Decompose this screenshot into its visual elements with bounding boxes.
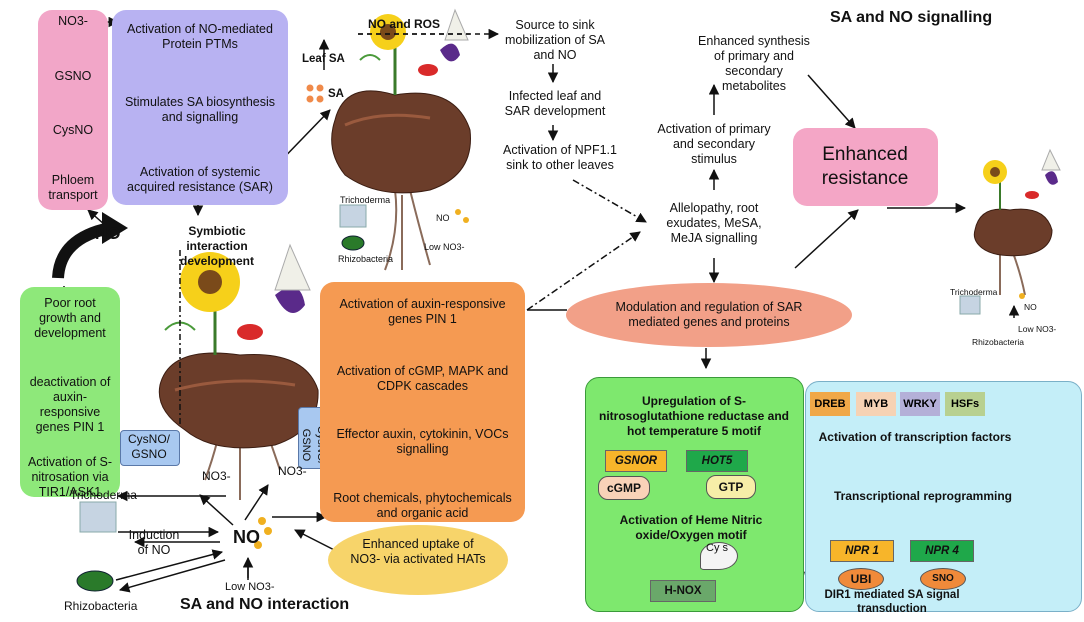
plant-illustration-right [973, 148, 1061, 296]
no-label-right: NO [1024, 302, 1037, 312]
gsno-label: GSNO [54, 69, 92, 83]
poor-root-growth: Poor root growth and development [34, 296, 106, 340]
enhanced-resistance-label: Enhanced resistance [821, 144, 909, 189]
npr4-gene: NPR 4 [910, 540, 974, 562]
sno-pill: SNO [920, 568, 966, 590]
effector-auxin: Effector auxin, cytokinin, VOCs signalli… [336, 427, 509, 456]
heme-label: Activation of Heme Nitric oxide/Oxygen m… [619, 513, 763, 542]
tf-myb: MYB [856, 392, 896, 416]
low-no3-label-right: Low NO3- [1018, 324, 1057, 334]
sa-label: SA [328, 88, 344, 100]
hot5-gene: HOT5 [686, 450, 748, 472]
no-and-ros-label: NO and ROS [368, 17, 441, 31]
curved-arrow [52, 222, 112, 279]
primary-secondary-stimulus: Activation of primary and secondary stim… [657, 122, 771, 166]
deactivation-pin1: deactivation of auxin-responsive genes P… [29, 375, 111, 434]
s-nitrosation: Activation of S-nitrosation via TIR1/ASK… [27, 455, 113, 499]
tf-hsfs: HSFs [945, 392, 985, 416]
trichoderma-image-right [959, 295, 981, 315]
no-mediated-ptms: Activation of NO-mediated Protein PTMs [127, 22, 273, 51]
trichoderma-label: Trichoderma [340, 195, 391, 205]
npr1-gene: NPR 1 [830, 540, 894, 562]
dir1-label: DIR1 mediated SA signal transduction [824, 589, 960, 615]
enhanced-resistance-box [793, 128, 938, 206]
rhizobacteria-label-right: Rhizobacteria [972, 337, 1024, 347]
no-center-label: NO [233, 527, 260, 547]
low-no3-label: Low NO3- [424, 242, 465, 252]
sar-activation: Activation of systemic acquired resistan… [127, 165, 273, 194]
no3-uptake-label: Enhanced uptake of NO3- via activated HA… [350, 537, 486, 566]
auxin-pin1: Activation of auxin-responsive genes PIN… [339, 297, 506, 326]
rhizobacteria-label: Rhizobacteria [338, 254, 394, 264]
root-chemicals: Root chemicals, phytochemicals and organ… [333, 491, 512, 520]
cys-label: Cy s [706, 542, 728, 554]
sa-no-signalling-title: SA and NO signalling [830, 9, 993, 26]
npf-activation: Activation of NPF1.1 sink to other leave… [503, 143, 617, 172]
infected-leaf: Infected leaf and SAR development [504, 89, 606, 118]
cysno-label: CysNO [52, 123, 94, 137]
source-to-sink: Source to sink mobilization of SA and NO [504, 18, 606, 62]
cysno-gsno-left-label: CysNO/ GSNO [128, 432, 170, 461]
rhizobacteria-image-bottom [76, 570, 114, 592]
cgmp-pill: cGMP [598, 476, 650, 500]
root-growth-box [20, 287, 120, 497]
no3-uptake-ellipse [328, 525, 508, 595]
trichoderma-image-bottom [79, 501, 117, 533]
tf-wrky: WRKY [900, 392, 940, 416]
upregulation-title: Upregulation of S- nitrosoglutathione re… [598, 394, 790, 438]
cgmp-mapk-cdpk: Activation of cGMP, MAPK and CDPK cascad… [336, 364, 509, 393]
hnox-gene: H-NOX [650, 580, 716, 602]
phloem-transport-box [38, 10, 108, 210]
enhanced-synthesis: Enhanced synthesis of primary and second… [698, 34, 810, 93]
sa-dots [306, 84, 324, 103]
no3-label-pink: NO3- [58, 14, 88, 28]
plant-illustration-center [158, 243, 319, 500]
tf-dreb: DREB [810, 392, 850, 416]
no3-label-b: NO3- [278, 464, 307, 478]
cysno-gsno-left [120, 430, 180, 466]
induction-of-no: Induction of NO [128, 528, 180, 557]
rhizobacteria-bottom-label: Rhizobacteria [64, 599, 138, 613]
sar-modulation-ellipse [566, 283, 852, 347]
ubi-pill: UBI [838, 568, 884, 590]
auxin-signalling-box [320, 282, 525, 522]
phloem-transport-label: Phloem transport [48, 173, 98, 202]
sa-no-interaction-title: SA and NO interaction [180, 596, 350, 613]
low-no3-bottom: Low NO3- [225, 581, 275, 593]
no-small-label: NO [436, 213, 450, 223]
symbiotic-label: Symbiotic interaction development [179, 224, 254, 268]
trichoderma-image [339, 204, 367, 228]
sa-biosynthesis: Stimulates SA biosynthesis and signallin… [124, 95, 276, 124]
plant-illustration-top [331, 8, 471, 271]
reprogramming-label: Transcriptional reprogramming [833, 489, 1013, 503]
allelopathy: Allelopathy, root exudates, MeSA, MeJA s… [666, 201, 762, 245]
gsnor-hot5-box [585, 377, 804, 612]
sar-modulation-label: Modulation and regulation of SAR mediate… [615, 300, 803, 329]
sar-activation-box [112, 10, 288, 205]
leaf-sa-label: Leaf SA [302, 53, 345, 65]
gtp-pill: GTP [706, 475, 756, 499]
trichoderma-bottom-label: Trichoderma [70, 488, 137, 502]
no3-label-a: NO3- [202, 469, 231, 483]
rhizobacteria-image [341, 235, 365, 251]
no-big-label: NO [95, 224, 121, 243]
tf-activation-label: Activation of transcription factors [818, 430, 1012, 444]
cys-shape [700, 542, 738, 570]
gsnor-gene: GSNOR [605, 450, 667, 472]
trichoderma-label-right: Trichoderma [950, 287, 998, 297]
